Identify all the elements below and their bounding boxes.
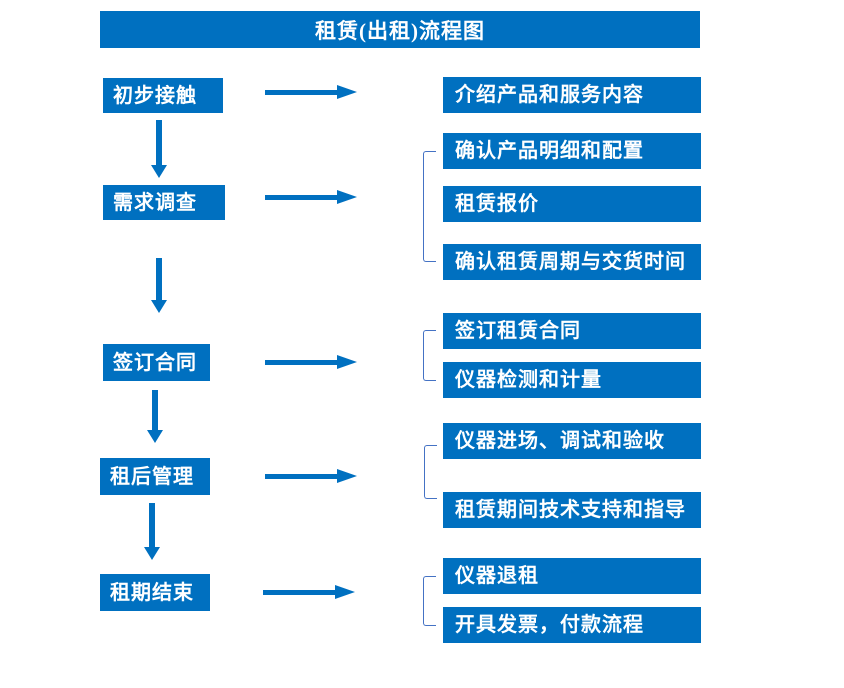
step-demand-survey: 需求调查 <box>103 185 225 220</box>
group-bracket-post-management <box>424 445 437 499</box>
right-arrow-icon <box>265 469 357 483</box>
down-arrow-icon <box>151 258 167 313</box>
step-rental-end: 租期结束 <box>100 574 210 611</box>
down-arrow-icon <box>147 390 163 443</box>
group-bracket-demand-survey <box>423 151 436 262</box>
down-arrow-icon <box>151 120 167 178</box>
detail-invoice-payment: 开具发票，付款流程 <box>443 607 701 643</box>
detail-sign-rental-contract: 签订租赁合同 <box>443 313 701 349</box>
step-initial-contact: 初步接触 <box>103 78 223 113</box>
detail-confirm-period-delivery: 确认租赁周期与交货时间 <box>443 244 701 280</box>
detail-tech-support: 租赁期间技术支持和指导 <box>443 492 701 528</box>
down-arrow-icon <box>144 503 160 560</box>
detail-confirm-product-config: 确认产品明细和配置 <box>443 133 701 169</box>
detail-instrument-return: 仪器退租 <box>443 558 701 594</box>
detail-rental-quotation: 租赁报价 <box>443 186 701 222</box>
right-arrow-icon <box>265 355 357 369</box>
detail-instrument-testing: 仪器检测和计量 <box>443 362 701 398</box>
right-arrow-icon <box>263 585 355 599</box>
right-arrow-icon <box>265 85 357 99</box>
detail-instrument-installation: 仪器进场、调试和验收 <box>443 423 701 459</box>
step-sign-contract: 签订合同 <box>103 344 210 381</box>
detail-introduce-products: 介绍产品和服务内容 <box>443 77 701 113</box>
group-bracket-sign-contract <box>423 330 436 381</box>
right-arrow-icon <box>265 190 357 204</box>
flowchart-title: 租赁(出租)流程图 <box>100 11 700 48</box>
step-post-rental-management: 租后管理 <box>100 458 210 495</box>
group-bracket-rental-end <box>423 576 436 626</box>
